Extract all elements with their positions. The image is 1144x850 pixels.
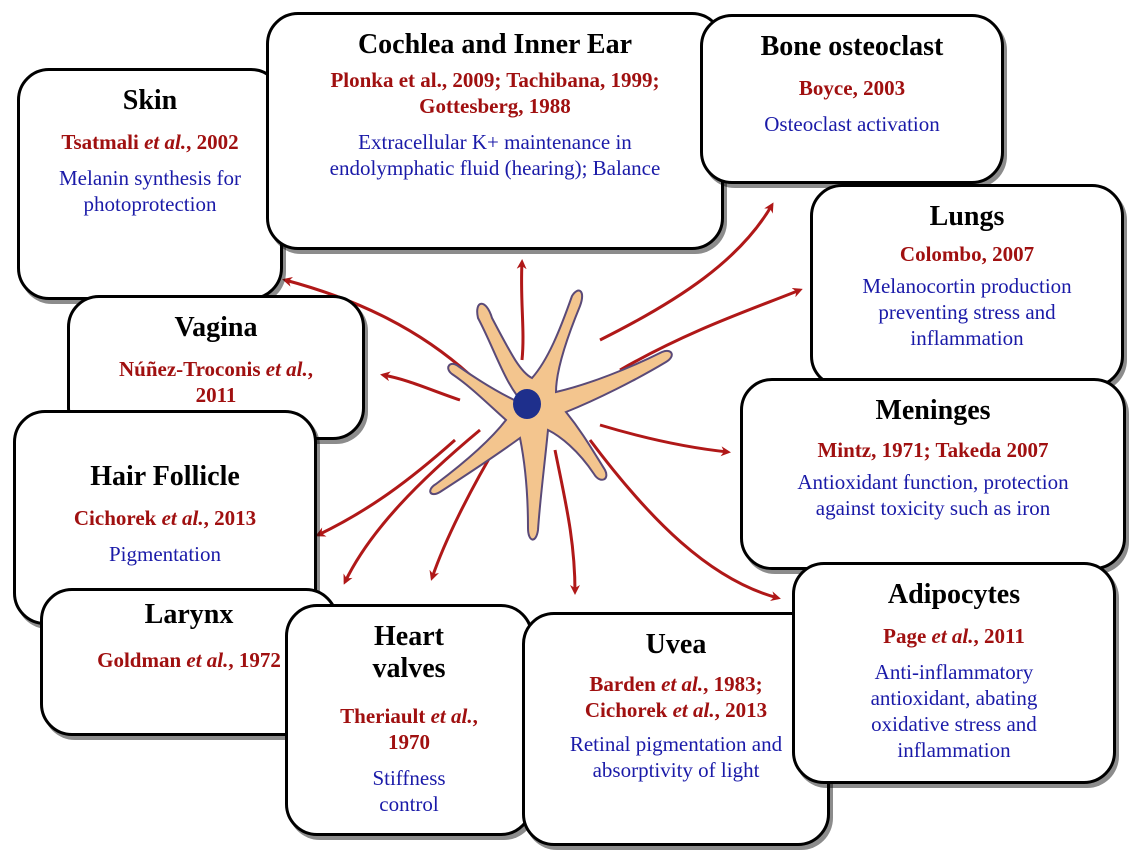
vagina-title: Vagina bbox=[80, 312, 352, 344]
adipocytes-title: Adipocytes bbox=[805, 579, 1103, 611]
lungs-function: Melanocortin production preventing stres… bbox=[823, 273, 1111, 351]
heart-valves-box: Heart valves Theriault et al., 1970 Stif… bbox=[285, 604, 533, 836]
hair-reference: Cichorek et al., 2013 bbox=[26, 505, 304, 531]
uvea-title: Uvea bbox=[535, 629, 817, 661]
skin-title: Skin bbox=[30, 85, 270, 117]
arrow-to-larynx bbox=[345, 430, 480, 582]
hair-title: Hair Follicle bbox=[26, 461, 304, 493]
hair-function: Pigmentation bbox=[26, 541, 304, 567]
heart-reference: Theriault et al., 1970 bbox=[298, 703, 520, 755]
uvea-function: Retinal pigmentation and absorptivity of… bbox=[535, 731, 817, 783]
skin-box: Skin Tsatmali et al., 2002 Melanin synth… bbox=[17, 68, 283, 300]
meninges-box: Meninges Mintz, 1971; Takeda 2007 Antiox… bbox=[740, 378, 1126, 570]
skin-reference: Tsatmali et al., 2002 bbox=[30, 129, 270, 155]
arrow-to-meninges bbox=[600, 425, 728, 452]
adipocytes-reference: Page et al., 2011 bbox=[805, 623, 1103, 649]
uvea-box: Uvea Barden et al., 1983; Cichorek et al… bbox=[522, 612, 830, 846]
cochlea-reference: Plonka et al., 2009; Tachibana, 1999; Go… bbox=[279, 67, 711, 119]
adipocytes-function: Anti-inflammatory antioxidant, abating o… bbox=[805, 659, 1103, 763]
adipocytes-box: Adipocytes Page et al., 2011 Anti-inflam… bbox=[792, 562, 1116, 784]
heart-function: Stiffness control bbox=[298, 765, 520, 817]
arrow-to-lungs bbox=[620, 290, 800, 370]
arrow-to-uvea bbox=[555, 450, 575, 592]
lungs-title: Lungs bbox=[823, 201, 1111, 233]
arrow-to-vagina bbox=[383, 375, 460, 400]
bone-osteoclast-box: Bone osteoclast Boyce, 2003 Osteoclast a… bbox=[700, 14, 1004, 184]
uvea-reference: Barden et al., 1983; Cichorek et al., 20… bbox=[535, 671, 817, 723]
larynx-title: Larynx bbox=[53, 599, 325, 631]
bone-title: Bone osteoclast bbox=[713, 31, 991, 63]
meninges-reference: Mintz, 1971; Takeda 2007 bbox=[753, 437, 1113, 463]
bone-function: Osteoclast activation bbox=[713, 111, 991, 137]
cochlea-title: Cochlea and Inner Ear bbox=[279, 29, 711, 61]
arrow-to-cochlea bbox=[522, 262, 523, 360]
meninges-title: Meninges bbox=[753, 395, 1113, 427]
cochlea-box: Cochlea and Inner Ear Plonka et al., 200… bbox=[266, 12, 724, 250]
lungs-box: Lungs Colombo, 2007 Melanocortin product… bbox=[810, 184, 1124, 388]
skin-function: Melanin synthesis for photoprotection bbox=[30, 165, 270, 217]
vagina-reference: Núñez-Troconis et al., 2011 bbox=[80, 356, 352, 408]
bone-reference: Boyce, 2003 bbox=[713, 75, 991, 101]
heart-title: Heart valves bbox=[298, 621, 520, 685]
cochlea-function: Extracellular K+ maintenance in endolymp… bbox=[279, 129, 711, 181]
lungs-reference: Colombo, 2007 bbox=[823, 241, 1111, 267]
meninges-function: Antioxidant function, protection against… bbox=[753, 469, 1113, 521]
